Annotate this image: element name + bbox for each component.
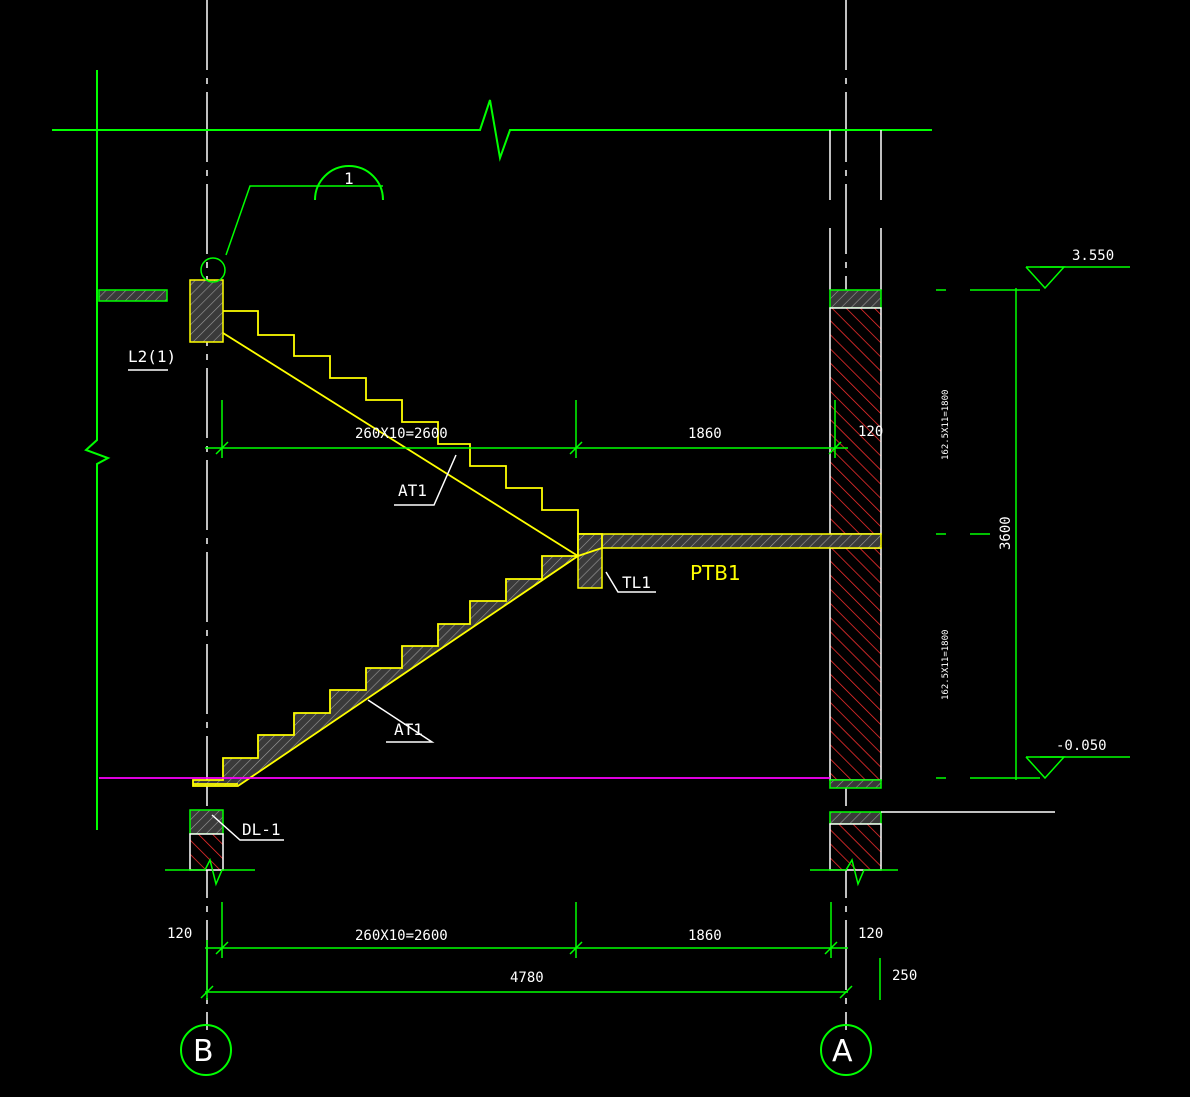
axis-bubble-b: B <box>180 1024 232 1076</box>
left-slab <box>98 279 224 343</box>
landing-slab-label: PTB1 <box>690 561 741 585</box>
top-break-line <box>52 99 932 162</box>
axis-center-lines <box>206 0 847 1030</box>
ground-beam-label: DL-1 <box>242 820 281 839</box>
leader-lines <box>128 369 656 841</box>
axis-bubble-a: A <box>820 1024 872 1076</box>
elevation-bottom: -0.050 <box>1056 738 1107 754</box>
dim-lower-left: 120 <box>167 926 192 942</box>
dim-height: 3600 <box>998 516 1014 550</box>
right-wall <box>810 130 1055 887</box>
vertical-dimension <box>936 266 1130 780</box>
detail-callout-number: 1 <box>344 169 354 188</box>
elevation-top: 3.550 <box>1072 248 1114 264</box>
detail-callout: 1 <box>200 165 384 283</box>
dim-lower-landing: 1860 <box>688 928 722 944</box>
upper-dimension <box>205 400 848 458</box>
left-break-line <box>84 70 111 830</box>
dim-riser-upper: 162.5X11=1800 <box>941 390 951 460</box>
ground-beam <box>165 809 255 887</box>
lower-flight <box>192 533 603 787</box>
dim-lower-wall: 120 <box>858 926 883 942</box>
dim-upper-wall: 120 <box>858 424 883 440</box>
axis-label-a: A <box>832 1034 853 1069</box>
dim-lower-run: 260X10=2600 <box>355 928 448 944</box>
flight-label-lower: AT1 <box>394 720 423 739</box>
dim-riser-lower: 162.5X11=1800 <box>941 630 951 700</box>
lower-dimension <box>200 902 881 1000</box>
landing-beam-label: TL1 <box>622 573 651 592</box>
upper-flight <box>222 310 579 557</box>
dim-total-span: 4780 <box>510 970 544 986</box>
beam-label-l2: L2(1) <box>128 347 176 366</box>
dim-upper-landing: 1860 <box>688 426 722 442</box>
flight-label-upper: AT1 <box>398 481 427 500</box>
dim-upper-run: 260X10=2600 <box>355 426 448 442</box>
axis-label-b: B <box>193 1034 214 1069</box>
dim-offset: 250 <box>892 968 917 984</box>
